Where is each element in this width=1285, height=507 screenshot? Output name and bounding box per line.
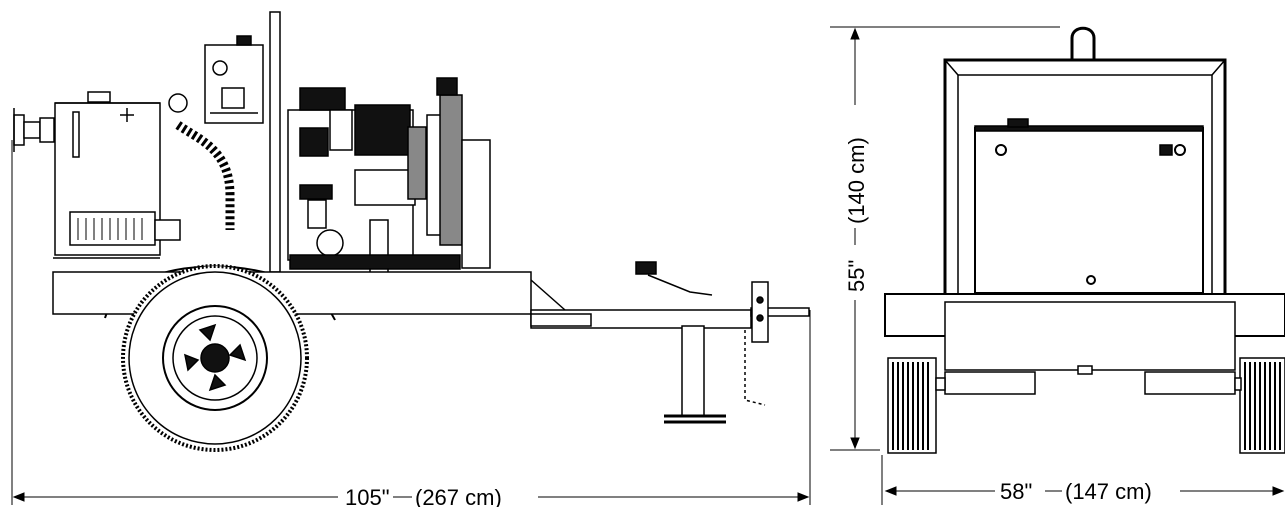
end-right-tire (1239, 357, 1285, 454)
length-metric-label: (267 cm) (415, 485, 502, 507)
strainer-slots (77, 218, 143, 240)
length-dimension (11, 140, 811, 505)
jack-stand (635, 261, 726, 424)
width-dimension (881, 455, 1285, 505)
height-dimension (830, 26, 1060, 451)
width-label: 58" (1000, 479, 1032, 504)
width-metric-label: (147 cm) (1065, 479, 1152, 504)
lifting-bail (1070, 26, 1096, 60)
side-view (13, 11, 810, 452)
control-panel (204, 35, 264, 124)
radiator (407, 77, 491, 269)
rear-discharge-fitting (13, 108, 55, 152)
pump-enclosure (54, 91, 188, 256)
end-left-tire (887, 357, 937, 454)
engine (287, 87, 461, 276)
hose (175, 121, 235, 230)
exhaust-stack (269, 11, 281, 273)
side-wheel (121, 264, 309, 452)
coupler (744, 281, 769, 406)
end-view (884, 26, 1285, 454)
trailer-frame (52, 257, 810, 329)
length-label: 105" (345, 485, 390, 507)
height-metric-label: (140 cm) (844, 137, 869, 224)
height-label: 55" (844, 260, 869, 292)
